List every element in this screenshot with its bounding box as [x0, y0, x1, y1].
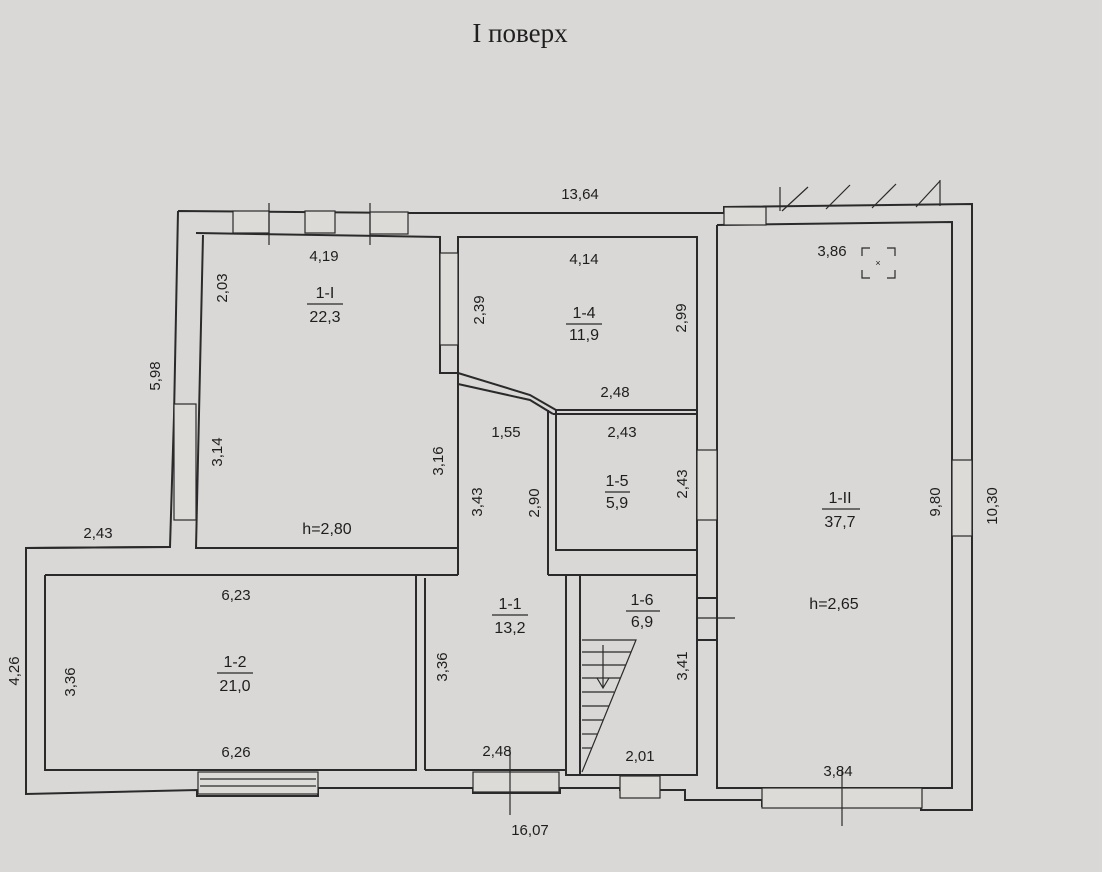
windows: [173, 203, 973, 826]
dim: 3,36: [434, 652, 451, 681]
walls: [25, 202, 973, 811]
svg-text:×: ×: [875, 258, 880, 268]
dim: 3,16: [430, 446, 447, 475]
room-id: 1-4: [572, 305, 595, 322]
dim: 3,86: [817, 243, 846, 260]
room-id: 1-2: [223, 654, 246, 671]
dim-total-top: 13,64: [561, 186, 599, 203]
dim: 2,99: [673, 303, 690, 332]
height-label: h=2,65: [809, 596, 858, 613]
dim-step-left: 2,43: [83, 525, 112, 542]
dim: 4,19: [309, 248, 338, 265]
porch-hatch: [779, 180, 941, 212]
dim: 3,36: [62, 667, 79, 696]
room-area: 5,9: [606, 495, 628, 512]
dim: 6,26: [221, 744, 250, 761]
dim: 2,43: [674, 469, 691, 498]
room-labels: 1-I 22,3 1-4 11,9 1-5 5,9 1-II 37,7 1-2 …: [217, 285, 860, 695]
room-area: 11,9: [569, 327, 599, 344]
dim: 6,23: [221, 587, 250, 604]
dim: 3,41: [674, 651, 691, 680]
room-id: 1-1: [498, 596, 521, 613]
room-id: 1-6: [630, 592, 653, 609]
room-area: 13,2: [494, 620, 525, 637]
dim: 5,98: [147, 361, 164, 390]
dim: 2,48: [600, 384, 629, 401]
room-area: 6,9: [631, 614, 653, 631]
room-area: 22,3: [309, 309, 340, 326]
room-id: 1-II: [828, 490, 851, 507]
dim: 3,43: [469, 487, 486, 516]
plan-title: І поверх: [472, 18, 568, 48]
dim: 9,80: [927, 487, 944, 516]
height-label: h=2,80: [302, 521, 351, 538]
room-id: 1-I: [316, 285, 335, 302]
dim-total-right: 10,30: [984, 487, 1001, 525]
dim-total-bottom: 16,07: [511, 822, 549, 839]
dimension-labels: 13,64 16,07 2,43 4,19 4,14 2,48 1,55 2,4…: [6, 186, 1001, 839]
stairs-icon: [581, 639, 637, 773]
dim: 2,43: [607, 424, 636, 441]
dim: 2,03: [214, 273, 231, 302]
dim-total-left: 4,26: [6, 656, 23, 685]
dim: 1,55: [491, 424, 520, 441]
dim: 2,01: [625, 748, 654, 765]
room-area: 21,0: [219, 678, 250, 695]
dim: 3,14: [209, 437, 226, 466]
room-area: 37,7: [824, 514, 855, 531]
dim: 2,39: [471, 295, 488, 324]
vent-icon: ×: [861, 247, 896, 279]
dim: 4,14: [569, 251, 598, 268]
dim: 2,90: [526, 488, 543, 517]
dim: 2,48: [482, 743, 511, 760]
dim: 3,84: [823, 763, 852, 780]
room-id: 1-5: [605, 473, 628, 490]
